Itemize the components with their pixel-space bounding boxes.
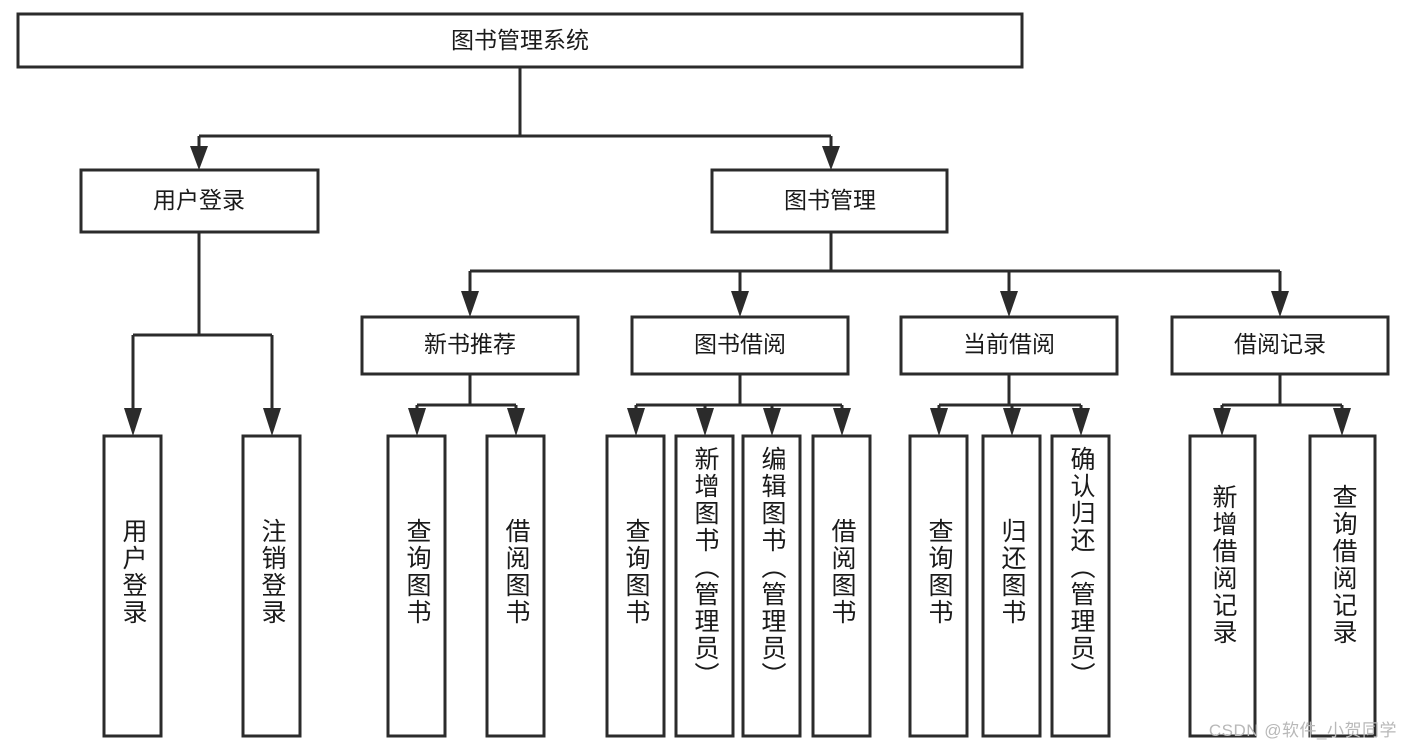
node-borrow-record-box[interactable] bbox=[1170, 315, 1390, 376]
arrow-head-current-borrow bbox=[1000, 291, 1018, 317]
node-root-box[interactable] bbox=[16, 12, 1024, 69]
leaf-box-add-book-admin[interactable] bbox=[674, 434, 735, 738]
leaf-box-confirm-return-admin[interactable] bbox=[1050, 434, 1111, 738]
node-user-login-box[interactable] bbox=[79, 168, 320, 234]
arrow-head-leaf-borrow-book bbox=[833, 408, 851, 436]
arrow-head-book-management bbox=[822, 146, 840, 170]
node-book-borrow-label: 图书借阅 bbox=[694, 331, 786, 357]
node-root-label: 图书管理系统 bbox=[451, 27, 589, 53]
arrow-head-leaf-query-book-current bbox=[930, 408, 948, 436]
node-book-borrow-box[interactable] bbox=[630, 315, 850, 376]
node-book-management-box[interactable] bbox=[710, 168, 949, 234]
leaf-box-query-book-borrow[interactable] bbox=[605, 434, 666, 738]
node-current-borrow-box[interactable] bbox=[899, 315, 1119, 376]
watermark-text: CSDN @软件_小贺同学 bbox=[1208, 721, 1397, 740]
leaf-box-return-book[interactable] bbox=[981, 434, 1042, 738]
node-book-management-label: 图书管理 bbox=[784, 187, 876, 213]
arrow-head-leaf-user-login bbox=[124, 408, 142, 436]
arrow-head-leaf-confirm-return-admin bbox=[1072, 408, 1090, 436]
node-user-login-label: 用户登录 bbox=[153, 187, 245, 213]
connector-group-borrow-record-to-leaves bbox=[1213, 374, 1351, 436]
arrow-head-new-book-recommend bbox=[461, 291, 479, 317]
connector-group-current-borrow-to-leaves bbox=[930, 374, 1090, 436]
leaf-box-user-login[interactable] bbox=[102, 434, 163, 738]
connector-group-root-to-level2 bbox=[190, 67, 840, 170]
leaf-box-edit-book-admin[interactable] bbox=[741, 434, 802, 738]
node-book-borrow[interactable]: 图书借阅 bbox=[630, 315, 850, 376]
connector-group-new-book-recommend-to-leaves bbox=[408, 374, 525, 436]
node-root[interactable]: 图书管理系统 bbox=[16, 12, 1024, 69]
node-new-book-recommend-label: 新书推荐 bbox=[424, 331, 516, 357]
node-new-book-recommend-box[interactable] bbox=[360, 315, 580, 376]
arrow-head-leaf-edit-book-admin bbox=[763, 408, 781, 436]
arrow-head-leaf-add-borrow-record bbox=[1213, 408, 1231, 436]
arrow-head-user-login bbox=[190, 146, 208, 170]
node-book-management[interactable]: 图书管理 bbox=[710, 168, 949, 234]
leaf-box-add-borrow-record[interactable] bbox=[1188, 434, 1257, 738]
arrow-head-leaf-user-logout bbox=[263, 408, 281, 436]
node-current-borrow[interactable]: 当前借阅 bbox=[899, 315, 1119, 376]
node-new-book-recommend[interactable]: 新书推荐 bbox=[360, 315, 580, 376]
leaf-box-query-book-recommend[interactable] bbox=[386, 434, 447, 738]
leaf-box-borrow-book-recommend[interactable] bbox=[485, 434, 546, 738]
arrow-head-leaf-query-book-borrow bbox=[627, 408, 645, 436]
arrow-head-book-borrow bbox=[731, 291, 749, 317]
connector-group-user-login-to-leaves bbox=[124, 232, 281, 436]
node-borrow-record-label: 借阅记录 bbox=[1234, 331, 1326, 357]
node-current-borrow-label: 当前借阅 bbox=[963, 331, 1055, 357]
arrow-head-leaf-query-borrow-record bbox=[1333, 408, 1351, 436]
arrow-head-leaf-add-book-admin bbox=[696, 408, 714, 436]
connector-group-book-borrow-to-leaves bbox=[627, 374, 851, 436]
connector-group-book-management-to-level3 bbox=[461, 232, 1289, 317]
node-borrow-record[interactable]: 借阅记录 bbox=[1170, 315, 1390, 376]
leaf-box-group bbox=[102, 434, 1377, 738]
leaf-box-borrow-book[interactable] bbox=[811, 434, 872, 738]
arrow-head-leaf-query-book-recommend bbox=[408, 408, 426, 436]
arrow-head-borrow-record bbox=[1271, 291, 1289, 317]
node-user-login[interactable]: 用户登录 bbox=[79, 168, 320, 234]
leaf-box-query-borrow-record[interactable] bbox=[1308, 434, 1377, 738]
arrow-head-leaf-return-book bbox=[1003, 408, 1021, 436]
arrow-head-leaf-borrow-book-recommend bbox=[507, 408, 525, 436]
leaf-box-query-book-current[interactable] bbox=[908, 434, 969, 738]
leaf-box-user-logout[interactable] bbox=[241, 434, 302, 738]
